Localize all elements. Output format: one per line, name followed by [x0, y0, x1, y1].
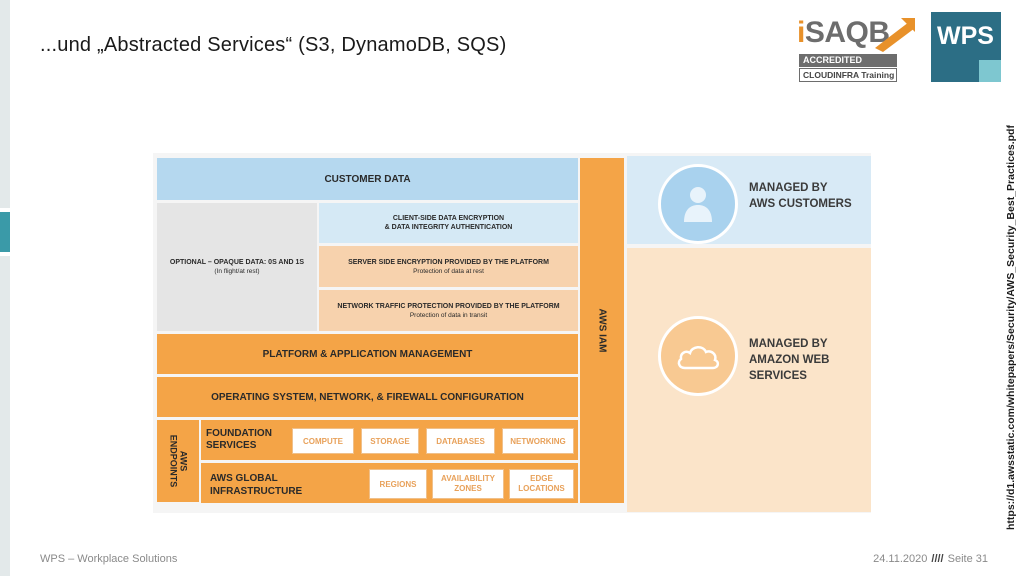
footer-meta: 24.11.2020////Seite 31: [873, 553, 988, 565]
slide-title: ...und „Abstracted Services“ (S3, Dynamo…: [40, 34, 507, 56]
optional-opaque-block: OPTIONAL – OPAQUE DATA: 0S AND 1S (In fl…: [157, 203, 317, 331]
optional-label: OPTIONAL – OPAQUE DATA: 0S AND 1S: [169, 259, 305, 266]
databases-box: DATABASES: [426, 428, 495, 454]
networking-box: NETWORKING: [502, 428, 574, 454]
isaqb-arrow-icon: [875, 18, 915, 52]
optional-sub: (In flight/at rest): [214, 268, 260, 275]
footer-date: 24.11.2020: [873, 553, 928, 565]
platform-label: PLATFORM & APPLICATION MANAGEMENT: [262, 348, 473, 360]
footer-separator: ////: [931, 553, 944, 565]
client-side-line2: & DATA INTEGRITY AUTHENTICATION: [384, 224, 513, 231]
customer-data-label: CUSTOMER DATA: [324, 173, 411, 185]
footer-page: Seite 31: [947, 553, 988, 565]
client-side-line1: CLIENT-SIDE DATA ENCRYPTION: [392, 215, 505, 222]
isaqb-accredited-badge: ACCREDITED: [799, 54, 897, 67]
client-side-encryption-block: CLIENT-SIDE DATA ENCRYPTION & DATA INTEG…: [319, 203, 578, 243]
server-side-encryption-block: SERVER SIDE ENCRYPTION PROVIDED BY THE P…: [319, 246, 578, 287]
wps-logo-square: [979, 60, 1001, 82]
isaqb-logo: iSAQB ACCREDITED CLOUDINFRA Training: [797, 14, 917, 86]
aws-circle: [658, 316, 738, 396]
isaqb-wordmark: iSAQB: [797, 16, 890, 49]
network-label: NETWORK TRAFFIC PROTECTION PROVIDED BY T…: [337, 302, 560, 310]
storage-box: STORAGE: [361, 428, 419, 454]
customer-circle: [658, 164, 738, 244]
left-accent-bar-active: [0, 212, 10, 252]
cloud-icon: [677, 346, 720, 370]
server-side-label: SERVER SIDE ENCRYPTION PROVIDED BY THE P…: [348, 258, 549, 266]
isaqb-training-badge: CLOUDINFRA Training: [799, 68, 897, 82]
aws-iam-label: AWS IAM: [596, 308, 608, 353]
platform-management-block: PLATFORM & APPLICATION MANAGEMENT: [157, 334, 578, 374]
server-side-sub: Protection of data at rest: [413, 267, 484, 275]
aws-iam-block: AWS IAM: [580, 158, 624, 503]
wps-logo-text: WPS: [937, 22, 994, 50]
customer-data-block: CUSTOMER DATA: [157, 158, 578, 200]
compute-box: COMPUTE: [292, 428, 354, 454]
left-accent-bar-bottom: [0, 256, 10, 576]
network-sub: Protection of data in transit: [409, 311, 488, 319]
wps-logo: WPS: [931, 12, 1001, 82]
user-icon: [684, 187, 712, 222]
left-accent-bar-top: [0, 0, 10, 208]
footer-company: WPS – Workplace Solutions: [40, 553, 178, 565]
os-network-firewall-block: OPERATING SYSTEM, NETWORK, & FIREWALL CO…: [157, 377, 578, 417]
source-url: https://d1.awsstatic.com/whitepapers/Sec…: [1005, 125, 1017, 530]
network-protection-block: NETWORK TRAFFIC PROTECTION PROVIDED BY T…: [319, 290, 578, 331]
os-label: OPERATING SYSTEM, NETWORK, & FIREWALL CO…: [211, 391, 524, 403]
regions-box: REGIONS: [369, 469, 427, 499]
